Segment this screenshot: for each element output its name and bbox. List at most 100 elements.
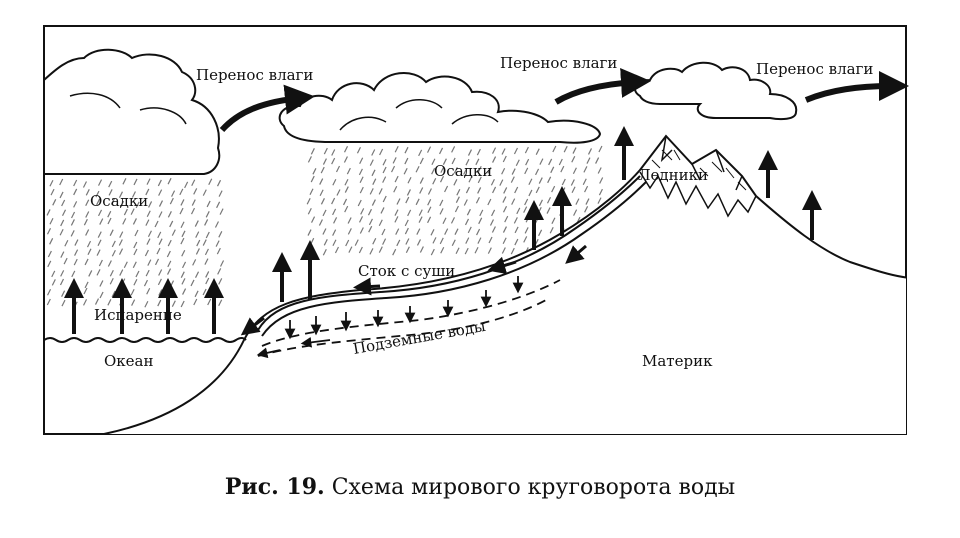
rain-streak <box>97 209 103 217</box>
rain-streak <box>476 148 481 156</box>
rain-streak <box>148 201 153 208</box>
rain-streak <box>491 147 497 154</box>
rain-streak <box>599 177 604 184</box>
rain-streak <box>73 179 78 187</box>
rain-streak <box>467 149 473 156</box>
figure-caption-number: Рис. 19. <box>224 474 325 500</box>
rain-streak <box>147 230 152 237</box>
rain-streak <box>347 217 352 224</box>
rain-streak <box>454 228 459 235</box>
evaporation-arrows <box>64 126 822 334</box>
rain-streak <box>501 167 506 175</box>
rain-streak <box>453 167 458 174</box>
rain-streak <box>405 246 410 253</box>
rain-streak <box>431 158 436 166</box>
rain-streak <box>444 185 449 193</box>
rain-streak <box>180 221 185 228</box>
rain-streak <box>343 198 348 206</box>
rain-streak <box>539 158 544 165</box>
rain-streak <box>97 239 102 247</box>
rain-streak <box>379 148 384 156</box>
rain-streak <box>354 239 359 246</box>
rain-streak <box>167 239 172 247</box>
rain-streak <box>195 248 200 255</box>
rain-streak <box>369 188 374 195</box>
rain-streak <box>309 188 314 195</box>
rain-streak <box>191 179 196 187</box>
rain-streak <box>368 225 373 233</box>
rain-streak <box>190 279 195 287</box>
rain-streak <box>97 179 103 186</box>
rain-streak <box>59 178 64 186</box>
rain-streak <box>169 220 174 228</box>
rain-streak <box>378 188 383 195</box>
rain-streak <box>344 205 349 213</box>
rain-streak <box>192 259 197 266</box>
rain-streak <box>535 148 540 155</box>
rain-streak <box>552 145 557 153</box>
rain-streak <box>109 270 114 277</box>
groundwater-arrows <box>256 336 331 359</box>
rain-streak <box>184 181 189 189</box>
rain-streak <box>524 227 529 234</box>
rain-streak <box>84 258 89 266</box>
rain-streak <box>319 178 324 185</box>
rain-streak <box>166 268 172 275</box>
rain-streak <box>158 238 163 245</box>
rain-streak <box>193 298 198 306</box>
rain-streak <box>347 228 352 235</box>
rain-streak <box>455 247 460 255</box>
rain-streak <box>501 247 506 254</box>
rain-streak <box>344 186 349 193</box>
runoff-channel-upper <box>257 175 641 331</box>
rain-streak <box>130 208 135 215</box>
rain-streak <box>598 145 603 153</box>
rain-streak <box>310 237 315 245</box>
rain-streak <box>561 187 566 194</box>
rain-streak <box>109 277 114 285</box>
rain-streak <box>64 239 69 247</box>
rain-streak <box>345 239 350 247</box>
rain-streak <box>551 185 556 193</box>
rain-streak <box>147 259 152 266</box>
rain-streak <box>419 246 424 253</box>
rain-streak <box>394 216 399 223</box>
rain-streak <box>487 198 492 206</box>
rain-streak <box>367 208 373 216</box>
rain-streak <box>587 148 593 155</box>
rain-streak <box>502 155 507 163</box>
rain-streak <box>146 178 151 185</box>
rain-streak <box>392 248 397 256</box>
rain-streak <box>118 239 123 246</box>
rain-streak <box>132 261 137 269</box>
rain-streak <box>49 179 54 187</box>
rain-streak <box>205 277 210 285</box>
runoff-arrow-4 <box>565 244 587 264</box>
rain-streak <box>524 198 529 206</box>
rain-streak <box>510 176 515 183</box>
rain-streak <box>418 149 423 157</box>
cloud-center-detail <box>339 99 499 131</box>
rain-streak <box>120 200 125 208</box>
rain-streak <box>407 176 412 184</box>
rain-streak <box>455 196 460 203</box>
rain-streak <box>134 229 139 237</box>
rain-streak <box>419 157 424 165</box>
rain-streak <box>586 157 591 164</box>
rain-streak <box>195 231 200 238</box>
rain-streak <box>216 247 221 255</box>
rain-streak <box>158 289 163 296</box>
rain-streak <box>456 188 461 196</box>
rain-streak <box>145 269 150 277</box>
rain-streak <box>396 239 401 247</box>
rain-streak <box>202 288 207 296</box>
rain-streak <box>97 231 102 238</box>
moisture-transfer-arrow-1 <box>219 84 315 133</box>
rain-streak <box>74 249 79 256</box>
rain-streak <box>546 207 551 214</box>
rain-streak <box>488 236 493 244</box>
rain-streak <box>514 186 519 194</box>
rain-streak <box>513 217 518 224</box>
rain-streak <box>63 257 68 265</box>
rain-streak <box>205 271 210 278</box>
